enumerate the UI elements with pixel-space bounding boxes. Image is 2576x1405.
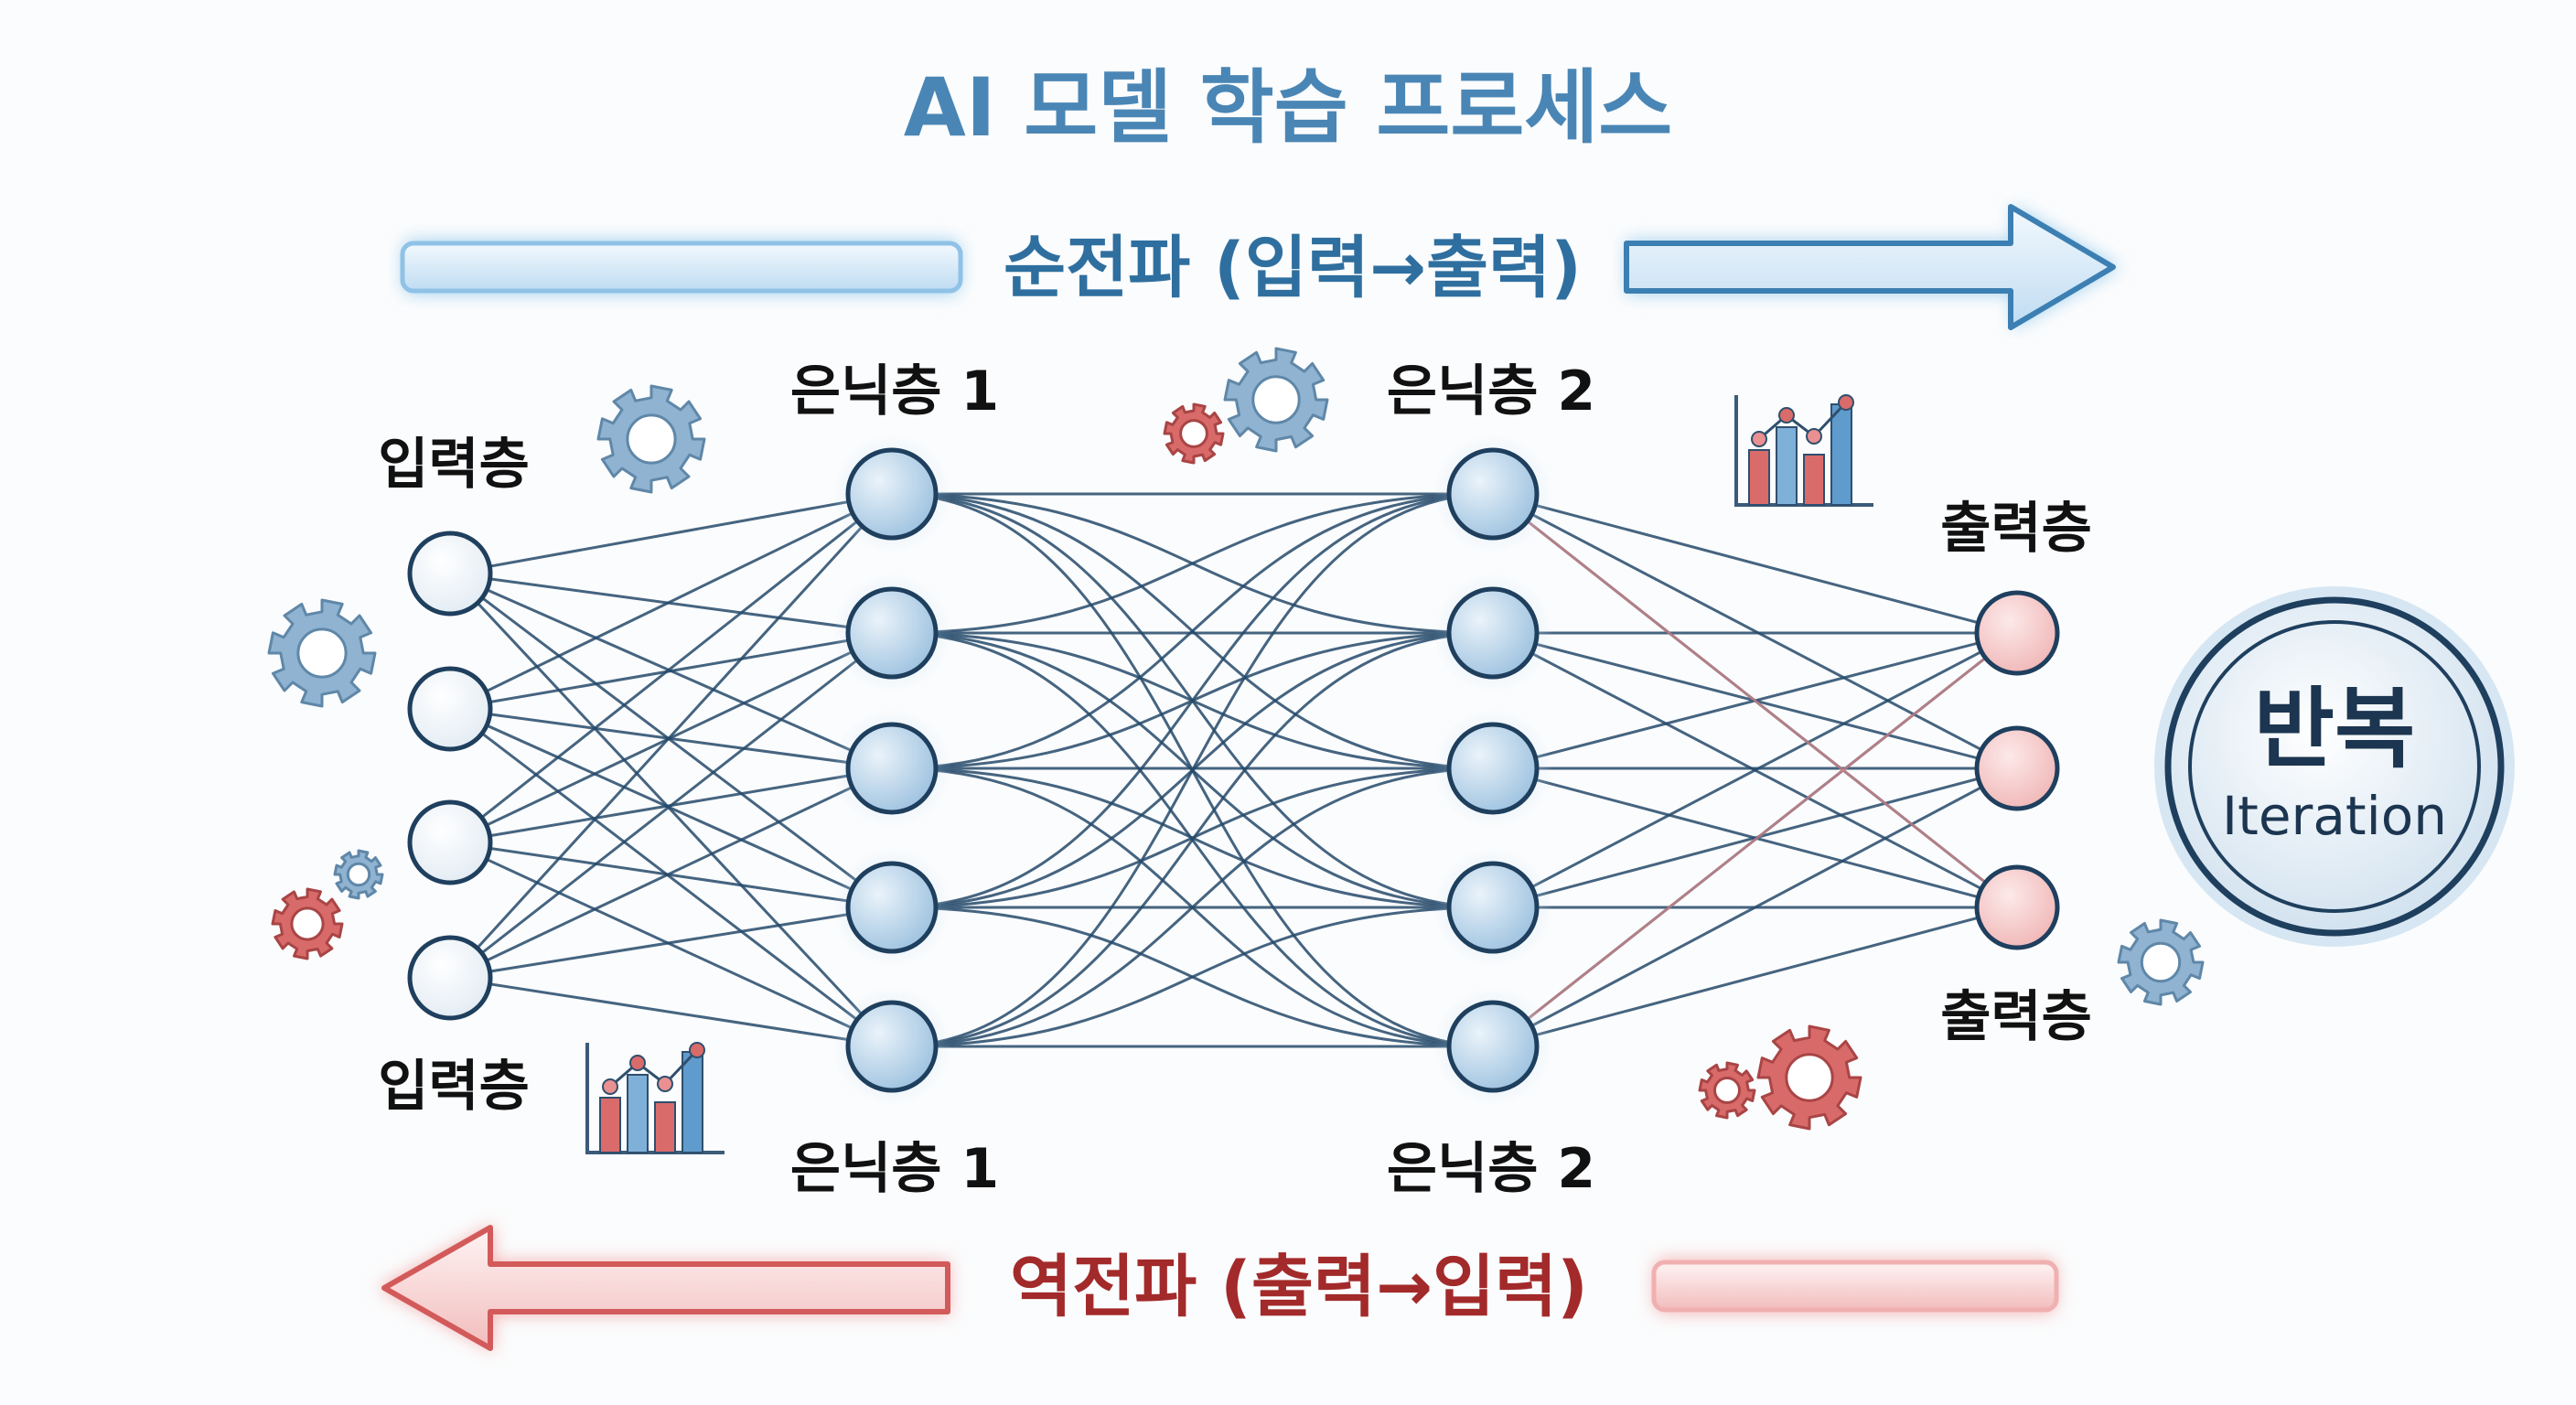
connection-edge xyxy=(449,492,893,575)
connection-edge xyxy=(891,906,1494,1048)
gear-icon xyxy=(1756,1024,1862,1131)
hidden2-node xyxy=(1446,586,1540,680)
hidden1-layer-label-bottom: 은닉층 1 xyxy=(790,1137,999,1201)
gear-icon xyxy=(1163,402,1225,465)
hidden2-node xyxy=(1446,861,1540,954)
connection-edge xyxy=(448,572,894,1048)
connection-edge xyxy=(1492,767,2018,1048)
forward-pass-band: 순전파 (입력→출력) xyxy=(400,204,2120,330)
backprop-edge xyxy=(1492,631,2018,1048)
connection-edge xyxy=(449,492,893,844)
connection-edge xyxy=(449,976,893,1048)
backward-pass-band: 역전파 (출력→입력) xyxy=(377,1224,2059,1352)
arrow-right-icon xyxy=(1624,204,2120,330)
backprop-edge xyxy=(1492,492,2018,909)
connection-edge xyxy=(449,572,893,909)
gear-icon xyxy=(1223,347,1329,453)
connection-edge xyxy=(449,492,893,711)
connection-edge xyxy=(449,707,893,909)
connection-edge xyxy=(449,841,893,909)
hidden2-node xyxy=(1446,722,1540,815)
gear-icon xyxy=(2117,918,2205,1006)
hidden1-node xyxy=(845,861,939,954)
input-node xyxy=(407,531,493,617)
connection-edge xyxy=(1492,631,2018,909)
connection-edge xyxy=(891,631,1494,1048)
connection-edge xyxy=(891,492,1494,635)
input-layer-label-bottom: 입력층 xyxy=(378,1055,530,1119)
output-node xyxy=(1974,590,2060,676)
output-layer-label-top: 출력층 xyxy=(1940,497,2092,561)
gear-icon xyxy=(1698,1061,1756,1120)
connection-edge xyxy=(449,767,893,980)
iteration-badge: 반복 Iteration xyxy=(2154,586,2515,947)
hidden2-node xyxy=(1446,1000,1540,1093)
network-nodes xyxy=(407,434,2060,1107)
connection-edges xyxy=(448,492,2018,1048)
hidden1-node xyxy=(845,722,939,815)
connection-edge xyxy=(891,767,1494,1048)
connection-edge xyxy=(449,572,893,635)
hidden2-node xyxy=(1446,447,1540,541)
connection-edge xyxy=(891,492,1494,909)
page-title: AI 모델 학습 프로세스 xyxy=(904,60,1672,155)
connection-edge xyxy=(449,906,893,980)
output-node xyxy=(1974,725,2060,811)
hidden1-layer-label-top: 은닉층 1 xyxy=(790,359,999,424)
hidden2-layer-label-bottom: 은닉층 2 xyxy=(1387,1137,1595,1201)
hidden1-node xyxy=(845,447,939,541)
hidden1-node xyxy=(845,1000,939,1093)
connection-edge xyxy=(449,707,893,1048)
connection-edge xyxy=(449,631,893,711)
input-layer-label-top: 입력층 xyxy=(378,433,530,497)
iteration-label-ko: 반복 xyxy=(2254,678,2416,780)
arrow-left-icon xyxy=(377,1224,950,1352)
bar-chart-icon xyxy=(1734,394,1873,507)
forward-pass-label: 순전파 (입력→출력) xyxy=(1004,229,1582,307)
connection-edge xyxy=(891,492,1494,770)
input-node xyxy=(407,666,493,752)
gear-icon xyxy=(596,384,706,494)
connection-edge xyxy=(1492,906,2018,1048)
connection-edge xyxy=(449,841,893,1048)
input-node xyxy=(407,935,493,1021)
output-layer-label-bottom: 출력층 xyxy=(1940,985,2092,1049)
connection-edge xyxy=(1492,767,2018,909)
bar-chart-icon xyxy=(585,1042,724,1154)
hidden1-node xyxy=(845,586,939,680)
connection-edge xyxy=(448,492,894,980)
iteration-label-en: Iteration xyxy=(2222,785,2447,847)
connection-edge xyxy=(1492,492,2018,635)
backward-pass-label: 역전파 (출력→입력) xyxy=(1010,1248,1588,1326)
connection-edge xyxy=(449,631,893,980)
gear-icon xyxy=(271,887,344,960)
output-node xyxy=(1974,864,2060,950)
connection-edge xyxy=(1492,492,2018,770)
decorations xyxy=(267,347,2205,1154)
connection-edge xyxy=(891,492,1494,1048)
hidden2-layer-label-top: 은닉층 2 xyxy=(1387,359,1595,424)
gear-icon xyxy=(333,849,384,900)
gear-icon xyxy=(267,598,377,708)
input-node xyxy=(407,799,493,885)
